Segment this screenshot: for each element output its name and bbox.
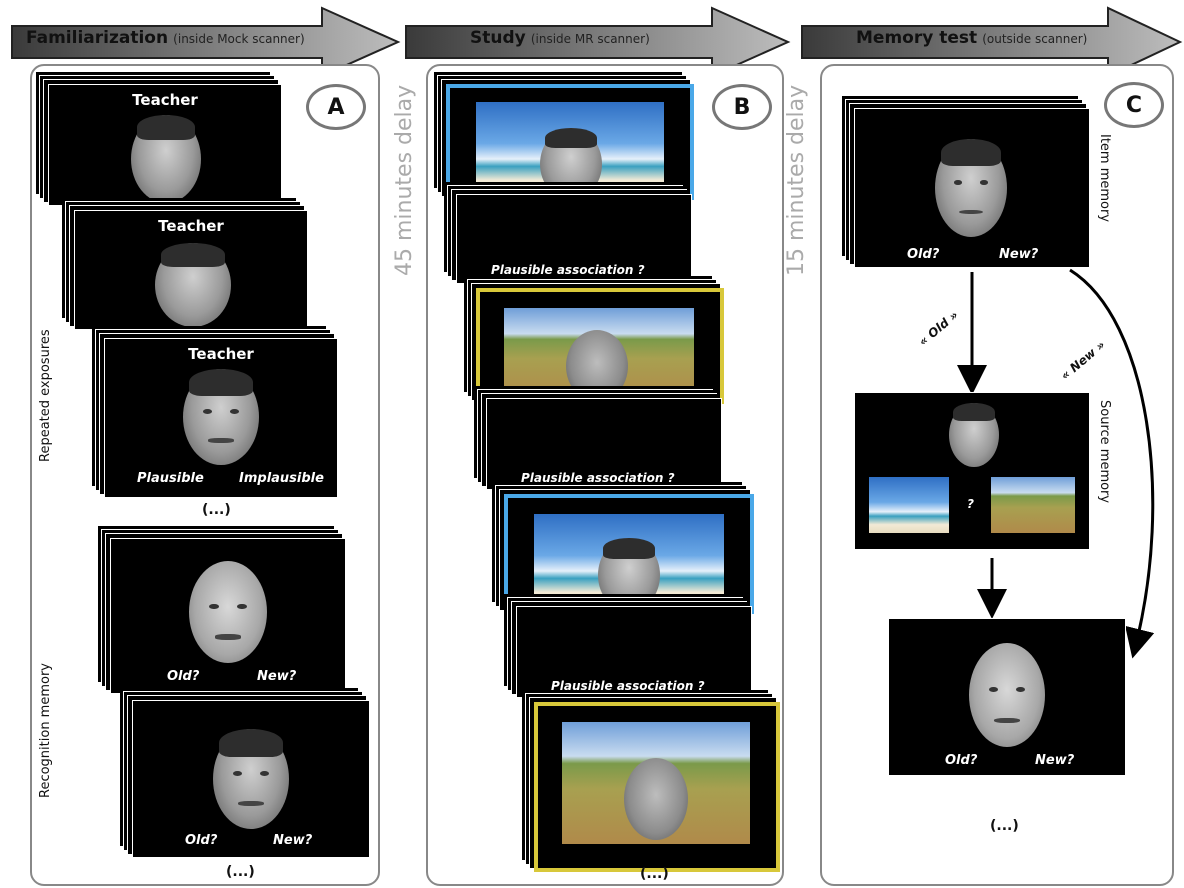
- stage-title: Study: [470, 28, 526, 48]
- old-option: Old?: [167, 669, 200, 684]
- panel-label-c: C: [1104, 82, 1164, 128]
- recognition-trial-2: Old? New?: [132, 700, 370, 858]
- field-option-image: [991, 477, 1075, 533]
- old-option: Old?: [907, 247, 940, 262]
- new-arrow: [1069, 268, 1155, 659]
- source-memory-label: Source memory: [1097, 400, 1112, 504]
- face-image: [189, 561, 267, 663]
- face-image: [155, 243, 231, 327]
- ellipsis-a1: (...): [202, 502, 231, 518]
- stage-subtitle: (inside MR scanner): [530, 32, 650, 46]
- next-item-screen: Old? New?: [888, 618, 1126, 776]
- face-image: [598, 538, 660, 612]
- study-question-screen-1: Plausible association ?: [456, 194, 692, 284]
- new-option: New?: [999, 247, 1039, 262]
- stage-title: Memory test: [856, 28, 978, 48]
- recognition-memory-label: Recognition memory: [38, 662, 53, 798]
- study-trial-field-1: [476, 288, 724, 404]
- item-memory-label: Item memory: [1097, 134, 1112, 223]
- study-arrow: [405, 6, 791, 70]
- occupation-label: Teacher: [188, 345, 254, 363]
- plausible-association-question: Plausible association ?: [521, 471, 675, 485]
- exposure-trial-2: Teacher: [74, 210, 308, 330]
- recognition-trial-1: Old? New?: [110, 538, 346, 694]
- face-image: [969, 643, 1045, 747]
- source-question-mark: ?: [967, 497, 974, 511]
- source-memory-screen: ?: [854, 392, 1090, 550]
- flow-arrows: [957, 268, 1155, 659]
- familiarization-arrow: [11, 6, 401, 70]
- plausible-association-question: Plausible association ?: [551, 679, 705, 693]
- exposure-trial-1: Teacher: [48, 84, 282, 206]
- face-image: [624, 758, 688, 840]
- face-image: [935, 139, 1007, 237]
- face-image: [213, 729, 289, 829]
- face-image: [183, 369, 259, 465]
- beach-option-image: [869, 477, 949, 533]
- study-trial-beach-1: [446, 84, 694, 200]
- new-option: New?: [273, 833, 313, 848]
- stage-title: Familiarization: [26, 28, 169, 48]
- stage-arrows: [11, 6, 1183, 70]
- occupation-label: Teacher: [158, 217, 224, 235]
- face-image: [566, 330, 628, 402]
- new-option: New?: [257, 669, 297, 684]
- implausible-option: Implausible: [239, 471, 324, 486]
- repeated-exposures-label: Repeated exposures: [38, 329, 53, 462]
- face-image: [131, 115, 201, 203]
- study-trial-field-2: [534, 702, 780, 872]
- plausible-option: Plausible: [137, 471, 204, 486]
- delay-15-minutes: 15 minutes delay: [784, 84, 809, 276]
- ellipsis-c: (...): [990, 818, 1019, 834]
- old-option: Old?: [185, 833, 218, 848]
- new-option: New?: [1035, 753, 1075, 768]
- item-memory-screen: Old? New?: [854, 108, 1090, 268]
- panel-label-b: B: [712, 84, 772, 130]
- face-image: [540, 128, 602, 200]
- stage-memory-test: Memory test (outside scanner): [856, 28, 1087, 48]
- occupation-label: Teacher: [132, 91, 198, 109]
- stage-familiarization: Familiarization (inside Mock scanner): [26, 28, 305, 48]
- memory-test-arrow: [801, 6, 1183, 70]
- face-image: [949, 403, 999, 467]
- stage-study: Study (inside MR scanner): [470, 28, 650, 48]
- ellipsis-a2: (...): [226, 864, 255, 880]
- exposure-trial-3: Teacher Plausible Implausible: [104, 338, 338, 498]
- ellipsis-b: (...): [640, 866, 669, 882]
- plausible-association-question: Plausible association ?: [491, 263, 645, 277]
- study-question-screen-3: Plausible association ?: [516, 606, 752, 698]
- study-question-screen-2: Plausible association ?: [486, 398, 722, 490]
- delay-45-minutes: 45 minutes delay: [392, 84, 417, 276]
- panel-label-a: A: [306, 84, 366, 130]
- study-trial-beach-2: [504, 494, 754, 614]
- stage-subtitle: (outside scanner): [982, 32, 1088, 46]
- old-option: Old?: [945, 753, 978, 768]
- stage-subtitle: (inside Mock scanner): [173, 32, 305, 46]
